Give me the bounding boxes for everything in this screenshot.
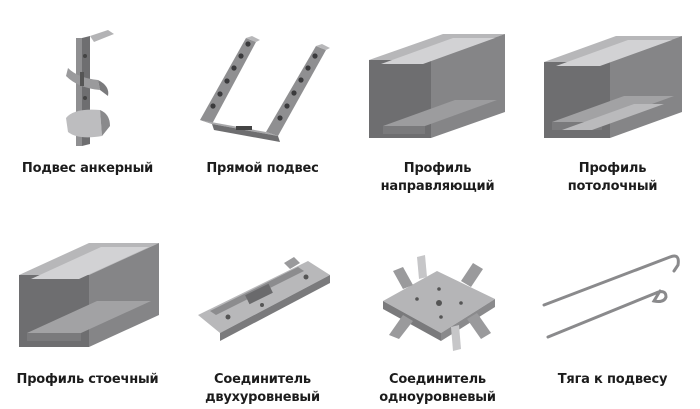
product-ceiling-profile[interactable]: Профиль потолочный: [525, 0, 700, 200]
caption-two-level-connector: Соединитель двухуровневый: [205, 372, 320, 405]
product-direct-hanger[interactable]: Прямой подвес: [175, 0, 350, 200]
guide-profile-image: [350, 30, 525, 148]
product-one-level-connector[interactable]: Соединитель одноуровневый: [350, 205, 525, 409]
caption-ceiling-profile: Профиль потолочный: [567, 161, 658, 194]
product-anchor-hanger[interactable]: Подвес анкерный: [0, 0, 175, 200]
one-level-connector-image: [350, 241, 525, 361]
caption-anchor-hanger: Подвес анкерный: [21, 161, 154, 176]
product-hanger-rod[interactable]: Тяга к подвесу: [525, 205, 700, 409]
caption-stud-profile: Профиль стоечный: [16, 372, 159, 387]
stud-profile-image: [0, 235, 175, 355]
two-level-connector-image: [175, 253, 350, 341]
product-stud-profile[interactable]: Профиль стоечный: [0, 205, 175, 409]
product-two-level-connector[interactable]: Соединитель двухуровневый: [175, 205, 350, 409]
caption-direct-hanger: Прямой подвес: [206, 161, 319, 176]
product-guide-profile[interactable]: Профиль направляющий: [350, 0, 525, 200]
caption-guide-profile: Профиль направляющий: [380, 161, 495, 194]
direct-hanger-image: [175, 28, 350, 148]
caption-one-level-connector: Соединитель одноуровневый: [379, 372, 496, 405]
caption-hanger-rod: Тяга к подвесу: [557, 372, 668, 387]
hanger-rod-image: [525, 249, 700, 349]
ceiling-profile-image: [525, 30, 700, 148]
anchor-hanger-image: [0, 28, 175, 150]
